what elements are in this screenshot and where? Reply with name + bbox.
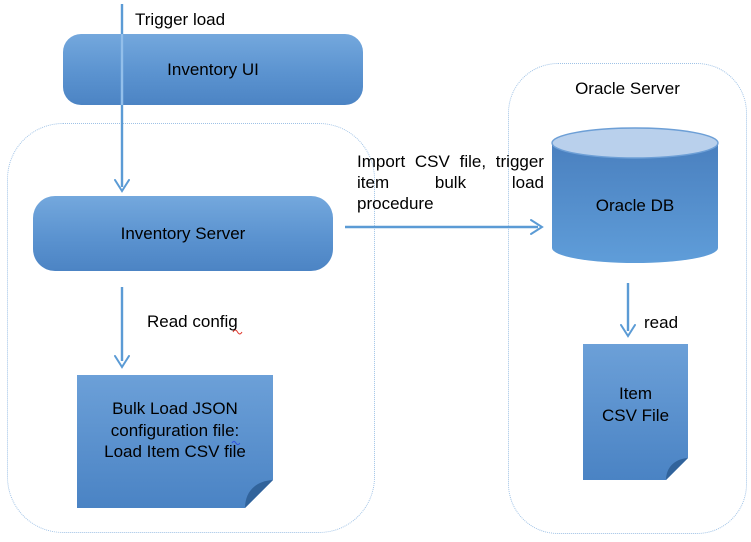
read-edge-label: read [644, 313, 679, 332]
bulk-load-note-line1: Bulk Load JSON [112, 399, 238, 418]
label-word: Import [357, 152, 406, 171]
item-csv-note-line2: CSV File [601, 405, 670, 425]
bulk-load-note-line3: Load Item CSV file [104, 442, 246, 461]
label-word: bulk [434, 173, 467, 192]
oracle-server-group-label: Oracle Server [575, 79, 680, 98]
label-word: trigger [495, 152, 544, 171]
label-word: item [357, 173, 390, 192]
trigger-load-edge-label: Trigger load [135, 10, 226, 29]
read-config-edge-label: Read config [147, 312, 238, 331]
import-csv-edge-label-line1: Import CSV file, trigger [357, 151, 544, 172]
label-word: file, [459, 152, 487, 171]
inventory-ui-label: Inventory UI [167, 59, 259, 79]
label-word: load [511, 173, 544, 192]
item-csv-note-line1: Item [618, 384, 653, 403]
inventory-group-container [7, 123, 375, 533]
import-csv-edge-label-line3: procedure [357, 194, 434, 213]
import-csv-edge-label-line2: item bulk load [357, 172, 544, 193]
oracle-db-label: Oracle DB [595, 196, 675, 215]
bulk-load-note-text: Bulk Load JSON configuration file: Load … [79, 398, 271, 463]
import-csv-edge-label: Import CSV file, trigger item bulk load … [357, 151, 544, 214]
inventory-ui-node: Inventory UI [63, 34, 363, 105]
inventory-server-node: Inventory Server [33, 196, 333, 271]
item-csv-note-text: Item CSV File [583, 383, 688, 426]
oracle-server-group-container [508, 63, 747, 534]
bulk-load-note-line2: configuration file: [110, 420, 240, 440]
inventory-server-label: Inventory Server [120, 223, 246, 243]
label-word: CSV [414, 152, 450, 171]
